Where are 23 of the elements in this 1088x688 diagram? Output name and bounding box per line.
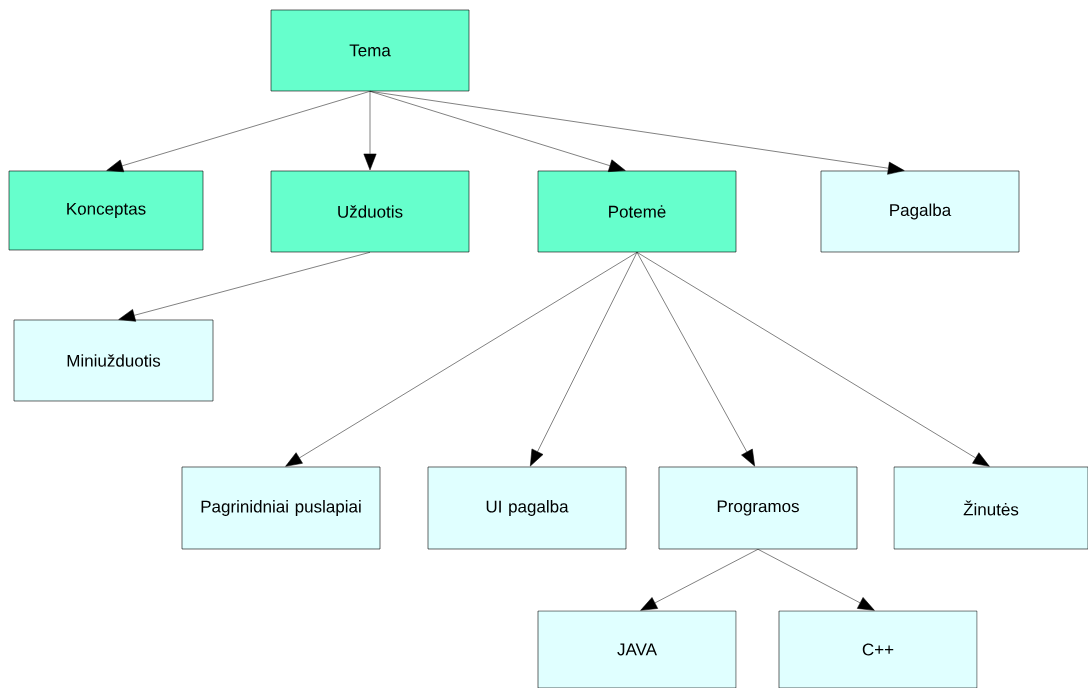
arrow bbox=[369, 91, 626, 172]
arrow bbox=[106, 91, 371, 173]
arrow bbox=[636, 252, 990, 467]
box: Žinutės bbox=[893, 466, 1088, 550]
box: UI pagalba bbox=[427, 466, 627, 550]
arrow bbox=[118, 252, 371, 322]
box: Konceptas bbox=[8, 170, 204, 251]
arrow bbox=[285, 252, 638, 467]
arrow bbox=[757, 549, 875, 611]
box: Tema bbox=[270, 9, 470, 92]
box: Pagrinidniai puslapiai bbox=[181, 466, 381, 550]
box: Pagalba bbox=[820, 170, 1020, 253]
box: Miniužduotis bbox=[13, 319, 214, 402]
box: Potemė bbox=[537, 170, 737, 253]
box: C++ bbox=[778, 610, 978, 688]
arrow bbox=[369, 91, 905, 175]
arrow bbox=[530, 252, 638, 467]
arrow bbox=[640, 549, 759, 611]
arrow bbox=[363, 91, 377, 171]
box: JAVA bbox=[537, 610, 737, 688]
box: Programos bbox=[658, 466, 858, 550]
box: Užduotis bbox=[270, 170, 470, 253]
arrow bbox=[636, 252, 755, 467]
